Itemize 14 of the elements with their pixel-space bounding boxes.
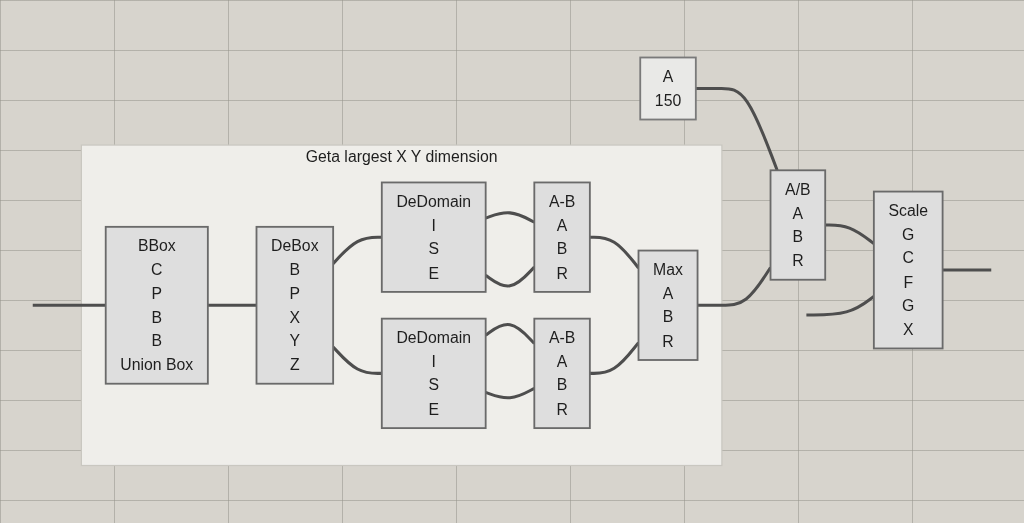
node-box: DeDomain I S E xyxy=(380,181,487,293)
connector xyxy=(695,87,779,171)
node-box: A 150 xyxy=(639,56,697,121)
node-box: A/B A B R xyxy=(769,169,827,281)
connector xyxy=(32,303,106,307)
node-box: DeBox B P X Y Z xyxy=(255,225,335,385)
node-box: Max A B R xyxy=(637,249,699,361)
node-box: Scale G C F G X xyxy=(872,190,944,350)
node-box: DeDomain I S E xyxy=(380,317,487,430)
node-box: BBox C P B B Union Box xyxy=(104,225,209,385)
connector xyxy=(207,303,257,307)
connector xyxy=(942,268,992,272)
node-box: A-B A B R xyxy=(533,181,591,293)
node-box: A-B A B R xyxy=(533,317,591,430)
